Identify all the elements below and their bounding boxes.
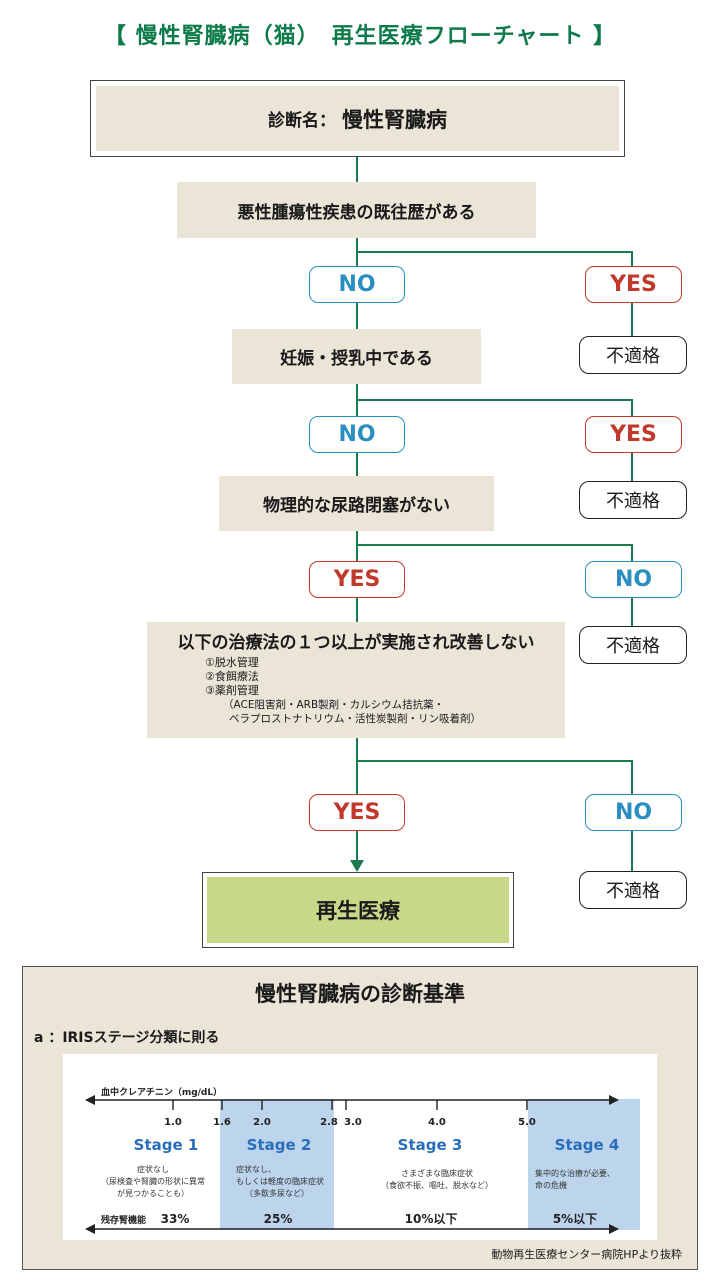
criteria-subtitle: a ：IRISステージ分類に則る — [34, 1030, 220, 1046]
stage-4-label: Stage 4 — [555, 1136, 620, 1154]
stage-4-desc: 集中的な治療が必要、 — [535, 1168, 615, 1178]
drug-detail-line-2: ベラプロストナトリウム・活性炭製剤・リン吸着剤） — [229, 713, 481, 725]
answer-yes-3: YES — [309, 561, 405, 598]
connector-line — [356, 251, 633, 253]
question-4-box: 以下の治療法の１つ以上が実施され改善しない ①脱水管理 ②食餌療法 ③薬剤管理 … — [147, 622, 565, 738]
axis-arrow-left-icon — [85, 1224, 95, 1234]
stage-2-label: Stage 2 — [247, 1136, 312, 1154]
drug-detail-line-1: （ACE阻害剤・ARB製剤・カルシウム拮抗薬・ — [223, 699, 445, 711]
tick-label: 4.0 — [428, 1117, 446, 1128]
criteria-title: 慢性腎臓病の診断基準 — [255, 982, 465, 1006]
tick-label: 1.6 — [213, 1117, 231, 1128]
diagnosis-label: 診断名： — [268, 111, 336, 131]
arrow-down-icon — [350, 860, 364, 872]
treatment-item: ③薬剤管理 — [205, 684, 259, 697]
connector-line — [631, 760, 633, 794]
stage-3-label: Stage 3 — [398, 1136, 463, 1154]
stage-3-desc: （食欲不振、嘔吐、脱水など） — [381, 1180, 493, 1190]
treatment-item: ①脱水管理 — [205, 656, 259, 669]
answer-no-4: NO — [585, 794, 682, 831]
stage-2-desc: 症状なし、 — [236, 1164, 276, 1174]
connector-line — [631, 251, 633, 266]
iris-stage-chart: 血中クレアチニン（mg/dL） 1.0 1.6 2.0 2.8 3.0 4.0 … — [63, 1054, 657, 1240]
stage-2-desc: （多飲多尿など） — [245, 1188, 309, 1198]
answer-yes-1: YES — [585, 266, 682, 303]
answer-yes-2: YES — [585, 416, 682, 453]
tick-label: 2.8 — [320, 1117, 338, 1128]
stage-1-desc: （尿検査や腎臓の形状に異常 — [101, 1176, 205, 1186]
axis-label: 血中クレアチニン（mg/dL） — [101, 1086, 222, 1098]
connector-line — [356, 399, 633, 401]
connector-line — [356, 453, 358, 476]
stage-1-desc: 症状なし — [137, 1164, 169, 1174]
connector-line — [631, 544, 633, 561]
answer-no-1: NO — [309, 266, 405, 303]
connector-line — [356, 760, 633, 762]
not-eligible-3: 不適格 — [579, 626, 687, 664]
connector-line — [631, 453, 633, 481]
connector-line — [356, 738, 358, 794]
question-4-text: 以下の治療法の１つ以上が実施され改善しない — [177, 633, 535, 653]
renal-value: 5%以下 — [553, 1212, 597, 1226]
connector-line — [631, 303, 633, 336]
renal-value: 10%以下 — [405, 1212, 458, 1226]
not-eligible-2: 不適格 — [579, 481, 687, 519]
stage-4-desc: 命の危機 — [535, 1180, 567, 1190]
iris-stage-svg: 血中クレアチニン（mg/dL） 1.0 1.6 2.0 2.8 3.0 4.0 … — [85, 1086, 640, 1234]
tick-label: 2.0 — [253, 1117, 271, 1128]
stage-2-highlight — [220, 1099, 334, 1230]
axis-arrow-right-icon — [609, 1095, 619, 1105]
connector-line — [356, 544, 633, 546]
final-result: 再生医療 — [207, 877, 509, 943]
page-title: 【 慢性腎臓病（猫） 再生医療フローチャート 】 — [103, 24, 617, 49]
question-2-box: 妊娠・授乳中である — [232, 329, 481, 384]
stage-4-highlight — [528, 1099, 640, 1230]
connector-arrow-line — [356, 831, 358, 863]
connector-line — [356, 598, 358, 622]
renal-label: 残存腎機能 — [101, 1214, 146, 1226]
diagnosis-value: 慢性腎臓病 — [342, 107, 447, 132]
connector-line — [356, 157, 358, 182]
tick-label: 3.0 — [344, 1117, 362, 1128]
stage-1-label: Stage 1 — [134, 1136, 199, 1154]
axis-arrow-right-icon — [609, 1224, 619, 1234]
connector-line — [631, 598, 633, 626]
question-1-box: 悪性腫瘍性疾患の既往歴がある — [177, 182, 536, 238]
answer-no-3: NO — [585, 561, 682, 598]
axis-arrow-left-icon — [85, 1095, 95, 1105]
diagnosis-box: 診断名： 慢性腎臓病 — [96, 86, 619, 151]
not-eligible-4: 不適格 — [579, 871, 687, 909]
connector-line — [356, 303, 358, 329]
stage-2-desc: もしくは軽度の臨床症状 — [236, 1176, 324, 1186]
connector-line — [356, 531, 358, 561]
tick-label: 5.0 — [518, 1117, 536, 1128]
source-note: 動物再生医療センター病院HPより抜粋 — [491, 1248, 682, 1261]
treatment-item: ②食餌療法 — [205, 670, 259, 683]
stage-3-desc: さまざまな臨床症状 — [401, 1168, 473, 1178]
connector-line — [631, 831, 633, 871]
renal-value: 33% — [161, 1212, 190, 1226]
renal-value: 25% — [264, 1212, 293, 1226]
answer-no-2: NO — [309, 416, 405, 453]
connector-line — [631, 399, 633, 416]
tick-label: 1.0 — [164, 1117, 182, 1128]
answer-yes-4: YES — [309, 794, 405, 831]
question-3-box: 物理的な尿路閉塞がない — [219, 476, 494, 531]
stage-1-desc: が見つかることも） — [117, 1188, 189, 1198]
not-eligible-1: 不適格 — [579, 336, 687, 374]
